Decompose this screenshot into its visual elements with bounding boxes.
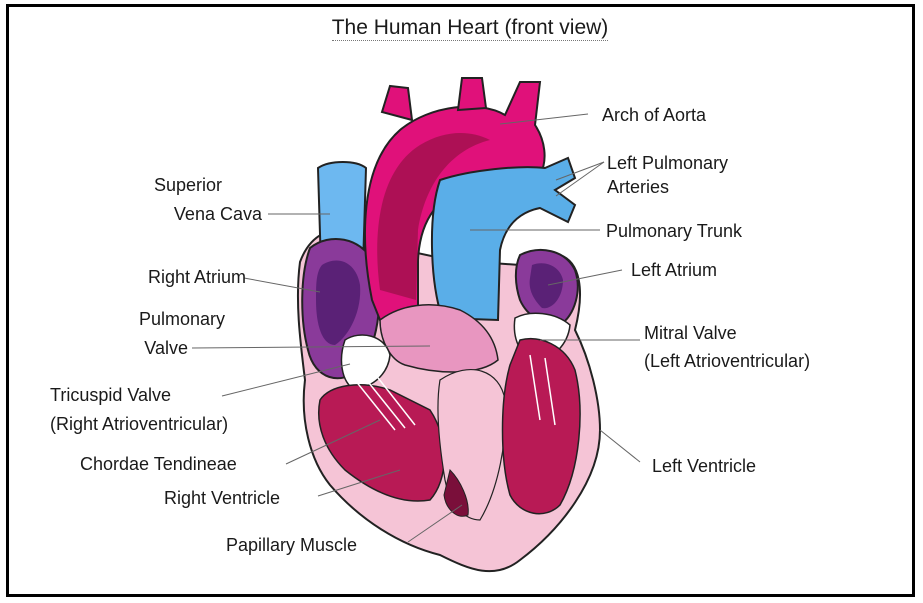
label-pulmonary-valve-line1: Pulmonary (122, 308, 242, 330)
leader-left-ventricle (600, 430, 640, 462)
label-left-pulmonary-arteries-line1: Left Pulmonary (607, 152, 728, 174)
label-mitral-valve-line2: (Left Atrioventricular) (644, 350, 810, 372)
label-arch-of-aorta: Arch of Aorta (602, 104, 706, 126)
label-right-ventricle: Right Ventricle (164, 487, 280, 509)
label-right-atrium: Right Atrium (90, 266, 246, 288)
label-left-pulmonary-arteries-line2: Arteries (607, 176, 669, 198)
label-papillary-muscle: Papillary Muscle (226, 534, 357, 556)
label-pulmonary-trunk: Pulmonary Trunk (606, 220, 742, 242)
diagram-title: The Human Heart (front view) (260, 16, 680, 40)
aorta-branch-2 (458, 78, 486, 110)
aorta-branch-1 (382, 86, 412, 120)
label-left-atrium: Left Atrium (631, 259, 717, 281)
label-mitral-valve-line1: Mitral Valve (644, 322, 737, 344)
label-pulmonary-valve-line2: Valve (90, 337, 188, 359)
label-tricuspid-valve-line2: (Right Atrioventricular) (50, 413, 228, 435)
label-superior-vena-cava-line1: Superior (128, 174, 248, 196)
label-superior-vena-cava-line2: Vena Cava (116, 203, 262, 225)
left-ventricle-chamber (503, 339, 581, 514)
label-left-ventricle: Left Ventricle (652, 455, 756, 477)
label-tricuspid-valve-line1: Tricuspid Valve (50, 384, 171, 406)
label-chordae-tendineae: Chordae Tendineae (80, 453, 237, 475)
